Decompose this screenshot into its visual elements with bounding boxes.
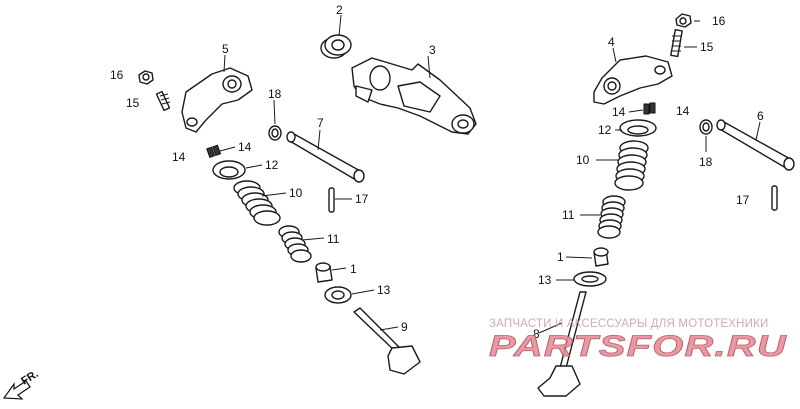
spring-seat-left	[324, 286, 352, 304]
callout-2: 2	[336, 3, 343, 17]
callout-14-right-b: 14	[676, 104, 690, 118]
o-ring-left	[268, 125, 282, 141]
outer-spring-right	[614, 140, 649, 191]
rocker-arm-right	[593, 55, 673, 105]
callout-11-right: 11	[562, 208, 575, 222]
leader-lines	[219, 14, 761, 334]
callout-18-left: 18	[268, 87, 282, 101]
callout-13-right: 13	[538, 273, 552, 287]
callout-10-left: 10	[289, 186, 303, 200]
rocker-shaft-left	[286, 131, 365, 183]
front-direction-arrow: FR.	[2, 368, 41, 400]
callout-14-left-b: 14	[172, 150, 186, 164]
callout-18-right: 18	[699, 155, 713, 169]
callout-13-left: 13	[377, 283, 391, 297]
callout-14-left-a: 14	[238, 140, 252, 154]
callout-16-right: 16	[712, 14, 726, 28]
callout-15-right: 15	[700, 40, 714, 54]
callout-11-left: 11	[327, 232, 340, 246]
adjusting-screw-right	[670, 28, 683, 58]
rocker-arm-left	[181, 67, 253, 133]
callout-1-left: 1	[350, 262, 357, 276]
spring-retainer-right	[619, 119, 657, 137]
callout-6: 6	[757, 109, 764, 123]
callout-16-left: 16	[110, 68, 124, 82]
exhaust-valve	[537, 291, 587, 397]
rocker-shaft-right	[716, 119, 795, 171]
callout-17-left: 17	[355, 192, 369, 206]
camshaft	[351, 57, 477, 135]
callout-12-right: 12	[598, 123, 612, 137]
callout-1-right: 1	[557, 250, 564, 264]
valve-seal-left	[315, 262, 333, 283]
callout-labels: 2 3 5 16 15 18 7 14 14 12 10 17 11 1 13 …	[110, 3, 764, 341]
intake-valve	[353, 307, 421, 375]
dowel-pin-left	[328, 187, 335, 213]
callout-7: 7	[317, 116, 324, 130]
callout-5: 5	[222, 42, 229, 56]
callout-15-left: 15	[126, 96, 140, 110]
callout-9: 9	[401, 320, 408, 334]
callout-10-right: 10	[576, 153, 590, 167]
callout-8: 8	[533, 327, 540, 341]
dowel-pin-right	[771, 185, 778, 211]
spring-retainer-left	[212, 160, 246, 180]
o-ring-right	[699, 119, 713, 135]
inner-spring-left	[278, 225, 312, 263]
watermark-tagline: ЗАПЧАСТИ И АКСЕССУАРЫ ДЛЯ МОТОТЕХНИКИ	[489, 318, 769, 330]
cotters-left	[206, 144, 222, 159]
callout-14-right-a: 14	[612, 105, 626, 119]
callout-3: 3	[429, 43, 436, 57]
callout-4: 4	[608, 35, 615, 49]
adjusting-screw-left	[155, 90, 171, 112]
cotters-right	[643, 102, 656, 115]
camshaft-bearing	[320, 34, 352, 59]
arrow-icon	[2, 380, 31, 400]
lock-nut-right	[675, 13, 692, 28]
watermark-brand: PARTSFOR.RU	[489, 330, 787, 363]
valve-seal-right	[593, 247, 609, 267]
lock-nut-left	[138, 70, 154, 85]
spring-seat-right	[573, 271, 607, 287]
inner-spring-right	[597, 195, 626, 239]
callout-17-right: 17	[736, 193, 750, 207]
callout-12-left: 12	[265, 158, 279, 172]
watermark: ЗАПЧАСТИ И АКСЕССУАРЫ ДЛЯ МОТОТЕХНИКИ PA…	[489, 318, 787, 363]
outer-spring-left	[233, 180, 281, 226]
